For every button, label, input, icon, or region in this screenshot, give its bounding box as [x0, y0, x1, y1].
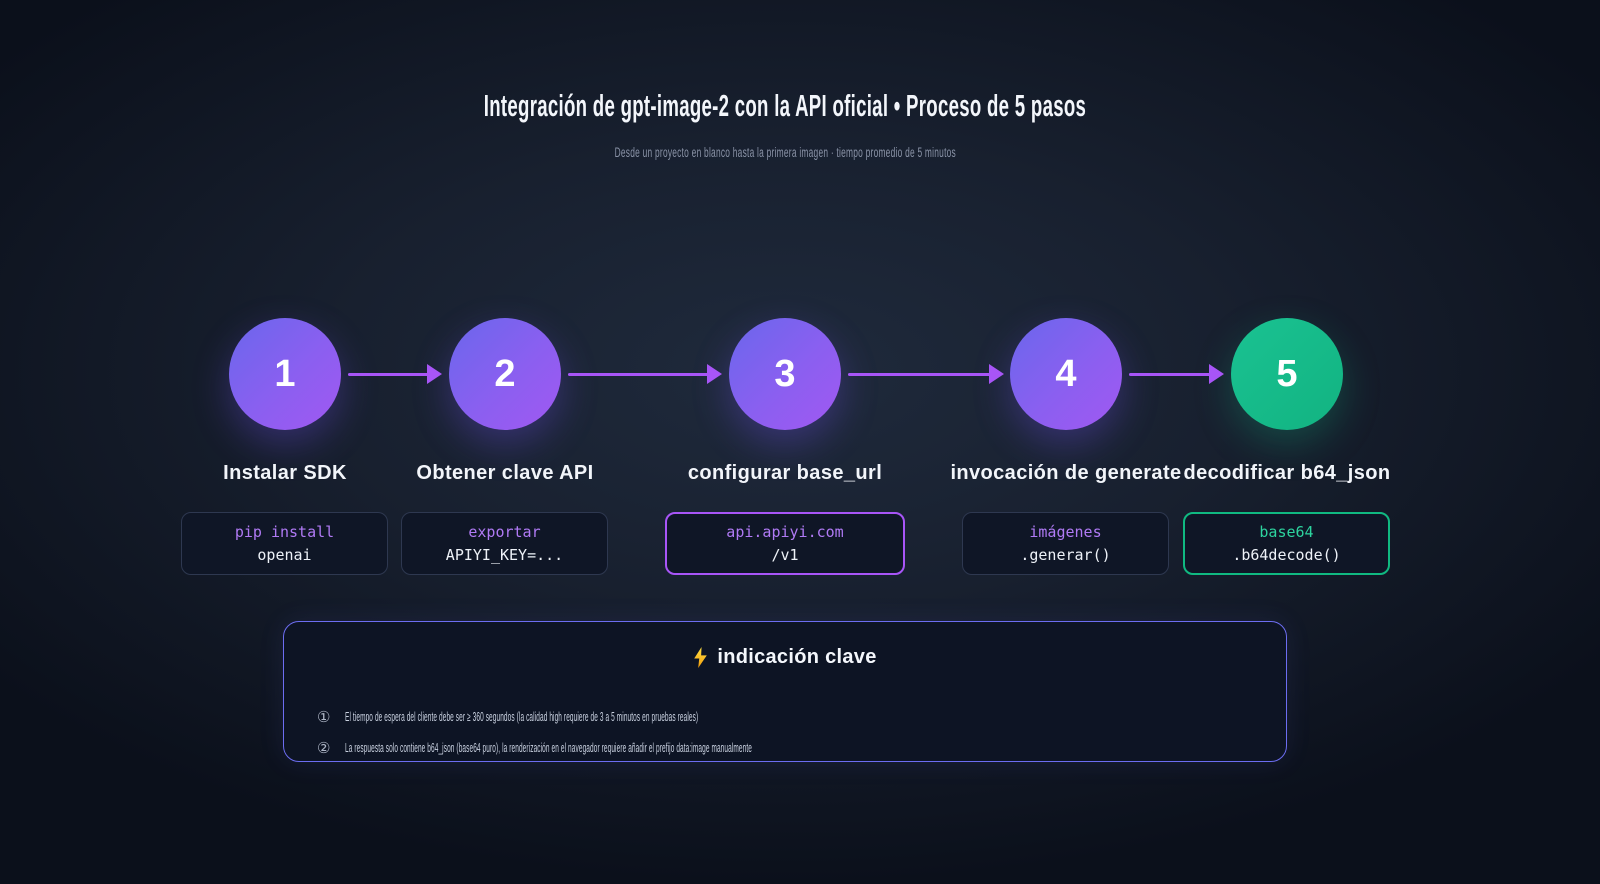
step-code-box-5: base64 .b64decode() [1183, 512, 1390, 575]
step-code-box-2: exportar APIYI_KEY=... [401, 512, 608, 575]
step-code-box-4: imágenes .generar() [962, 512, 1169, 575]
code-line: .generar() [1020, 546, 1111, 564]
key-note-panel: indicación clave ① El tiempo de espera d… [283, 621, 1287, 762]
code-accent-line: imágenes [1029, 522, 1102, 541]
step-number-5: 5 [1276, 353, 1298, 395]
code-line: APIYI_KEY=... [445, 546, 564, 564]
arrow-shaft [848, 372, 992, 376]
arrow-right-icon [1129, 364, 1224, 384]
step-number-4: 4 [1055, 353, 1077, 395]
step-circle-5: 5 [1231, 318, 1343, 430]
note-item-2: ② La respuesta solo contiene b64_json (b… [317, 739, 1128, 757]
step-label-5: decodificar b64_json [1183, 462, 1391, 484]
arrow-shaft [348, 372, 430, 376]
step-circle-4: 4 [1010, 318, 1122, 430]
arrow-head [707, 364, 722, 384]
lightning-icon [694, 647, 708, 668]
circled-number-icon: ② [317, 739, 331, 757]
arrow-head [989, 364, 1004, 384]
arrow-shaft [568, 372, 710, 376]
circled-number-icon: ① [317, 708, 331, 726]
step-number-3: 3 [774, 353, 796, 395]
arrow-shaft [1129, 372, 1212, 376]
arrow-right-icon [568, 364, 722, 384]
step-code-box-1: pip install openai [181, 512, 388, 575]
step-circle-1: 1 [229, 318, 341, 430]
page-subtitle-text: Desde un proyecto en blanco hasta la pri… [614, 145, 956, 160]
note-title-text: indicación clave [717, 646, 877, 668]
step-label-1: Instalar SDK [223, 462, 347, 484]
page-title: Integración de gpt-image-2 con la API of… [0, 88, 1585, 124]
step-number-2: 2 [494, 353, 516, 395]
note-item-text: El tiempo de espera del cliente debe ser… [345, 710, 699, 724]
note-item-1: ① El tiempo de espera del cliente debe s… [317, 708, 1025, 726]
code-accent-line: api.apiyi.com [726, 522, 844, 541]
page-title-text: Integración de gpt-image-2 con la API of… [483, 88, 1087, 123]
step-code-box-3: api.apiyi.com /v1 [665, 512, 905, 575]
arrow-head [427, 364, 442, 384]
arrow-right-icon [848, 364, 1004, 384]
code-line: openai [257, 546, 312, 564]
note-item-text: La respuesta solo contiene b64_json (bas… [345, 741, 753, 755]
step-circle-2: 2 [449, 318, 561, 430]
step-circle-3: 3 [729, 318, 841, 430]
step-label-4: invocación de generate [950, 462, 1182, 484]
step-number-1: 1 [274, 353, 296, 395]
code-line: .b64decode() [1232, 546, 1341, 564]
code-accent-line: pip install [234, 522, 335, 541]
code-accent-line: exportar [468, 522, 541, 541]
page-subtitle: Desde un proyecto en blanco hasta la pri… [0, 144, 1585, 162]
step-label-3: configurar base_url [687, 462, 883, 484]
arrow-right-icon [348, 364, 442, 384]
arrow-head [1209, 364, 1224, 384]
code-line: /v1 [771, 546, 799, 564]
code-accent-line: base64 [1259, 522, 1314, 541]
note-title: indicación clave [284, 646, 1286, 669]
step-label-2: Obtener clave API [416, 462, 594, 484]
